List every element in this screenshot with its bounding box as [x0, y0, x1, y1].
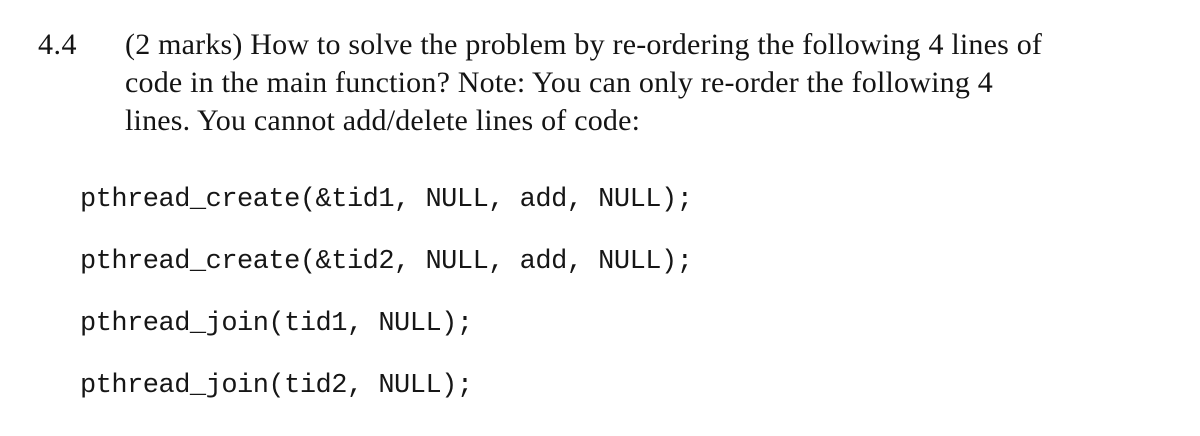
question-text-line: lines. You cannot add/delete lines of co…: [125, 104, 641, 137]
question-number: 4.4: [38, 28, 77, 61]
code-line: pthread_create(&tid1, NULL, add, NULL);: [80, 185, 693, 215]
code-listing: pthread_create(&tid1, NULL, add, NULL); …: [0, 186, 1200, 400]
question-text: (2 marks) How to solve the problem by re…: [125, 26, 1042, 140]
code-line: pthread_join(tid2, NULL);: [80, 371, 473, 401]
question-block: 4.4 (2 marks) How to solve the problem b…: [0, 0, 1200, 140]
code-line: pthread_create(&tid2, NULL, add, NULL);: [80, 247, 693, 277]
question-text-line: (2 marks) How to solve the problem by re…: [125, 28, 1043, 61]
code-line: pthread_join(tid1, NULL);: [80, 309, 473, 339]
question-text-line: code in the main function? Note: You can…: [125, 66, 993, 99]
